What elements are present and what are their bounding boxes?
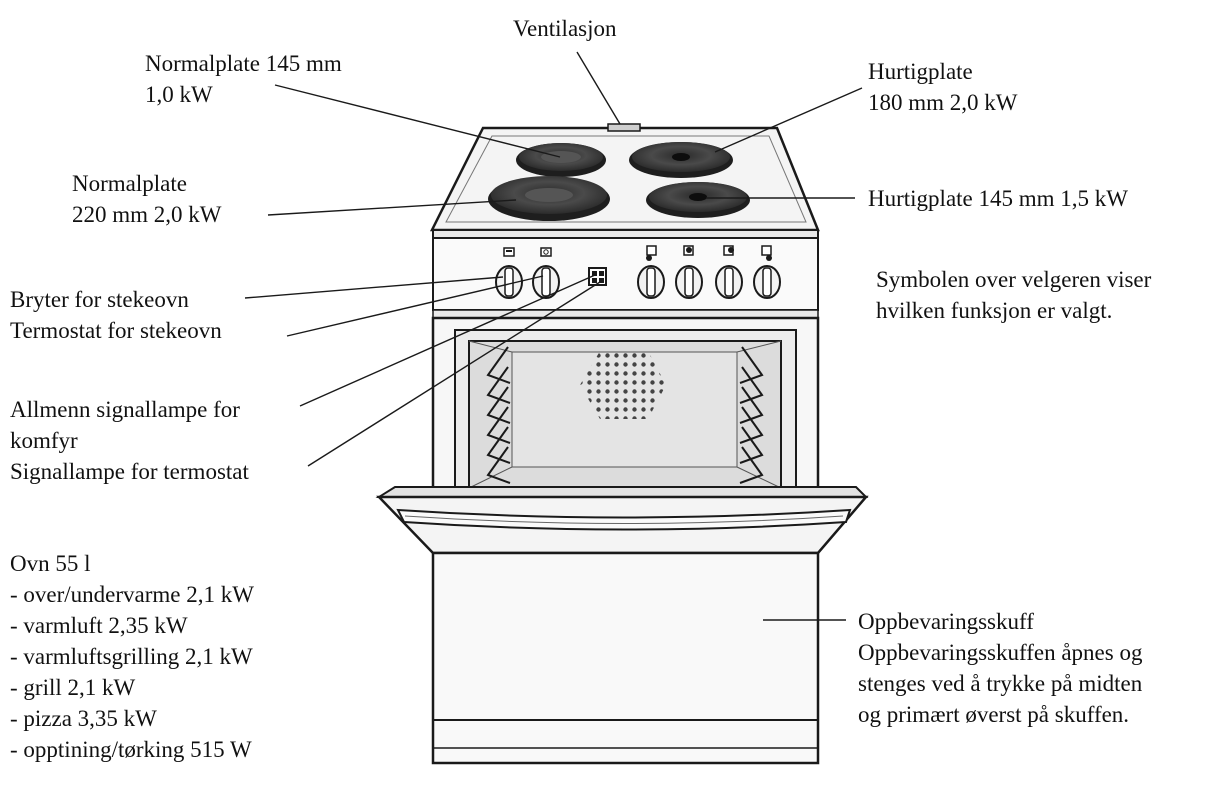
oven-spec-item: - varmluft 2,35 kW bbox=[10, 610, 254, 641]
label-general-lamp-line2: komfyr bbox=[10, 425, 249, 456]
label-normal-plate-220-line2: 220 mm 2,0 kW bbox=[72, 199, 222, 230]
label-normal-plate-145-line2: 1,0 kW bbox=[145, 79, 342, 110]
oven-spec-list: Ovn 55 l - over/undervarme 2,1 kW - varm… bbox=[10, 548, 254, 765]
label-fast-plate-145: Hurtigplate 145 mm 1,5 kW bbox=[868, 183, 1128, 214]
hob-top bbox=[432, 124, 818, 238]
label-drawer-line2: Oppbevaringsskuffen åpnes og bbox=[858, 637, 1142, 668]
label-drawer-line4: og primært øverst på skuffen. bbox=[858, 699, 1142, 730]
label-fast-plate-145-text: Hurtigplate 145 mm 1,5 kW bbox=[868, 183, 1128, 214]
label-oven-switch: Bryter for stekeovn bbox=[10, 284, 222, 315]
label-oven-controls: Bryter for stekeovn Termostat for stekeo… bbox=[10, 284, 222, 346]
hob-plate-fast-180 bbox=[629, 142, 733, 178]
label-symbol-note-line2: hvilken funksjon er valgt. bbox=[876, 295, 1151, 326]
oven-body bbox=[433, 318, 818, 488]
label-normal-plate-145-line1: Normalplate 145 mm bbox=[145, 48, 342, 79]
label-ventilation: Ventilasjon bbox=[513, 13, 617, 44]
label-fast-plate-180: Hurtigplate 180 mm 2,0 kW bbox=[868, 56, 1018, 118]
oven-spec-item: - varmluftsgrilling 2,1 kW bbox=[10, 641, 254, 672]
label-drawer-line3: stenges ved å trykke på midten bbox=[858, 668, 1142, 699]
label-signal-lamps: Allmenn signallampe for komfyr Signallam… bbox=[10, 394, 249, 487]
label-normal-plate-220-line1: Normalplate bbox=[72, 168, 222, 199]
label-ventilation-text: Ventilasjon bbox=[513, 13, 617, 44]
hob-plate-normal-220 bbox=[488, 176, 610, 221]
label-fast-plate-180-line1: Hurtigplate bbox=[868, 56, 1018, 87]
label-general-lamp-line1: Allmenn signallampe for bbox=[10, 394, 249, 425]
hob-plate-normal-145 bbox=[516, 143, 606, 177]
label-drawer-line1: Oppbevaringsskuff bbox=[858, 606, 1142, 637]
label-thermostat-lamp: Signallampe for termostat bbox=[10, 456, 249, 487]
ventilation-grille bbox=[608, 124, 640, 131]
label-oven-thermostat: Termostat for stekeovn bbox=[10, 315, 222, 346]
oven-door[interactable] bbox=[379, 487, 866, 553]
label-fast-plate-180-line2: 180 mm 2,0 kW bbox=[868, 87, 1018, 118]
storage-drawer[interactable] bbox=[433, 553, 818, 763]
label-normal-plate-220: Normalplate 220 mm 2,0 kW bbox=[72, 168, 222, 230]
label-normal-plate-145: Normalplate 145 mm 1,0 kW bbox=[145, 48, 342, 110]
hob-plate-fast-145 bbox=[646, 182, 750, 218]
oven-spec-item: - grill 2,1 kW bbox=[10, 672, 254, 703]
oven-spec-item: - opptining/tørking 515 W bbox=[10, 734, 254, 765]
label-symbol-note-line1: Symbolen over velgeren viser bbox=[876, 264, 1151, 295]
label-storage-drawer: Oppbevaringsskuff Oppbevaringsskuffen åp… bbox=[858, 606, 1142, 730]
oven-spec-item: Ovn 55 l bbox=[10, 548, 254, 579]
oven-spec-item: - pizza 3,35 kW bbox=[10, 703, 254, 734]
label-symbol-note: Symbolen over velgeren viser hvilken fun… bbox=[876, 264, 1151, 326]
oven-spec-item: - over/undervarme 2,1 kW bbox=[10, 579, 254, 610]
